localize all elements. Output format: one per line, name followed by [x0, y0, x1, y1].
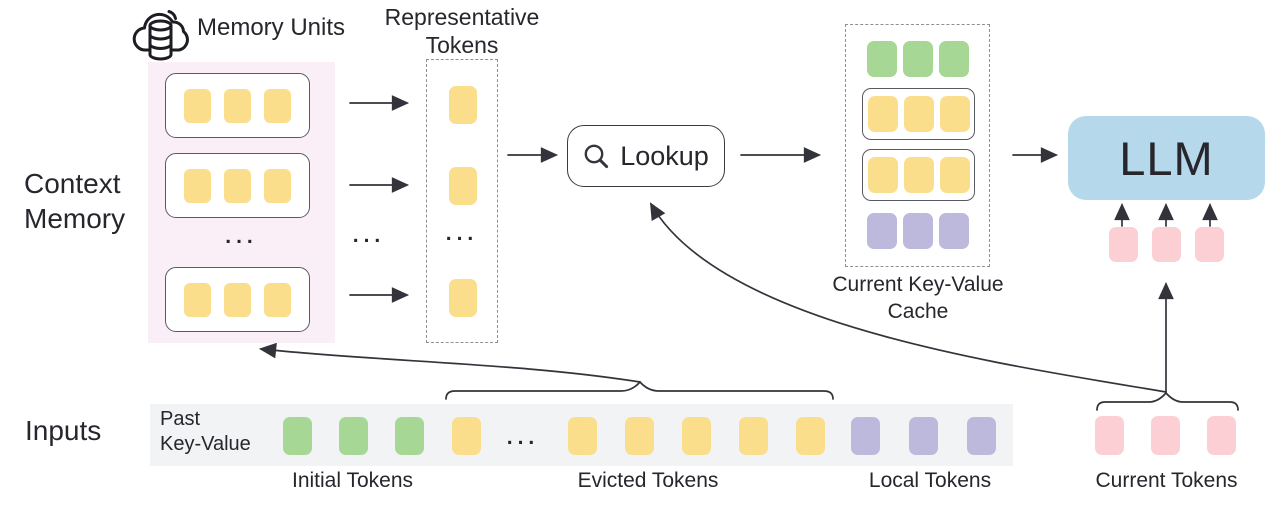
brace-current-tokens: [1096, 391, 1239, 411]
green-token: [938, 41, 969, 77]
purple-token: [967, 417, 996, 455]
initial-tokens: [283, 417, 424, 455]
context-memory-title: Context Memory: [24, 168, 126, 234]
yellow-token: [449, 167, 477, 205]
memory-units-label: Memory Units: [197, 14, 346, 41]
representative-tokens-title: Representative Tokens: [384, 4, 540, 58]
yellow-token: [224, 282, 251, 317]
inputs-title: Inputs: [25, 415, 102, 446]
memory-unit: [165, 267, 310, 332]
yellow-token: [939, 96, 970, 132]
yellow-token: [184, 88, 211, 123]
purple-token: [909, 417, 938, 455]
representative-token: [449, 167, 477, 205]
yellow-token: [449, 279, 477, 317]
pink-token: [1095, 416, 1124, 455]
green-token: [395, 417, 424, 455]
yellow-token: [184, 168, 211, 203]
llm-box: LLM: [1068, 116, 1265, 200]
yellow-token: [903, 157, 934, 193]
arrows-ellipsis: ...: [352, 224, 386, 247]
pink-token: [1109, 227, 1138, 262]
representative-token: [449, 86, 477, 124]
yellow-token: [867, 96, 898, 132]
initial-tokens-label: Initial Tokens: [291, 469, 414, 492]
purple-token: [851, 417, 880, 455]
brace-evicted-tokens: [445, 380, 834, 400]
purple-token: [938, 213, 969, 249]
evicted-tokens: [568, 417, 825, 455]
yellow-token: [224, 88, 251, 123]
yellow-token: [264, 168, 291, 203]
yellow-token: [264, 88, 291, 123]
memory-unit: [165, 153, 310, 218]
evicted-token-first: [452, 417, 481, 455]
past-kv-label: Past Key-Value: [160, 408, 251, 455]
evicted-tokens-label: Evicted Tokens: [577, 469, 719, 492]
representative-token: [449, 279, 477, 317]
llm-label: LLM: [1119, 131, 1214, 185]
pink-token: [1195, 227, 1224, 262]
yellow-token: [452, 417, 481, 455]
curve-evicted-to-memory: [258, 342, 641, 383]
pink-token: [1151, 416, 1180, 455]
yellow-token: [796, 417, 825, 455]
yellow-token: [682, 417, 711, 455]
yellow-token: [939, 157, 970, 193]
yellow-token: [184, 282, 211, 317]
llm-input-tokens: [1109, 227, 1224, 262]
current-kv-cache-label: Current Key-Value Cache: [832, 273, 1004, 323]
memory-unit: [165, 73, 310, 138]
representative-tokens-column: ...: [426, 59, 498, 343]
local-tokens-label: Local Tokens: [868, 469, 992, 492]
yellow-token: [867, 157, 898, 193]
yellow-token: [903, 96, 934, 132]
memory-units-ellipsis: ...: [225, 225, 258, 248]
context-memory-panel: ...: [148, 62, 335, 343]
yellow-token: [224, 168, 251, 203]
yellow-token: [739, 417, 768, 455]
local-tokens: [851, 417, 996, 455]
yellow-token: [264, 282, 291, 317]
green-token: [339, 417, 368, 455]
pink-token: [1207, 416, 1236, 455]
search-icon: [584, 144, 609, 168]
current-tokens-label: Current Tokens: [1095, 469, 1238, 492]
representative-ellipsis: ...: [445, 222, 479, 245]
cache-local-tokens-row: [846, 213, 989, 249]
green-token: [902, 41, 933, 77]
cache-initial-tokens-row: [846, 41, 989, 77]
cache-memory-unit: [862, 149, 975, 201]
green-token: [866, 41, 897, 77]
cache-memory-unit: [862, 88, 975, 140]
green-token: [283, 417, 312, 455]
current-kv-cache-box: [845, 24, 990, 267]
yellow-token: [568, 417, 597, 455]
lookup-label: Lookup: [620, 140, 709, 171]
purple-token: [866, 213, 897, 249]
pink-token: [1152, 227, 1181, 262]
yellow-token: [625, 417, 654, 455]
lookup-button: Lookup: [567, 125, 725, 187]
evicted-ellipsis: ...: [506, 426, 540, 449]
current-tokens: [1095, 416, 1236, 455]
purple-token: [902, 213, 933, 249]
cloud-database-icon: [132, 10, 189, 61]
yellow-token: [449, 86, 477, 124]
